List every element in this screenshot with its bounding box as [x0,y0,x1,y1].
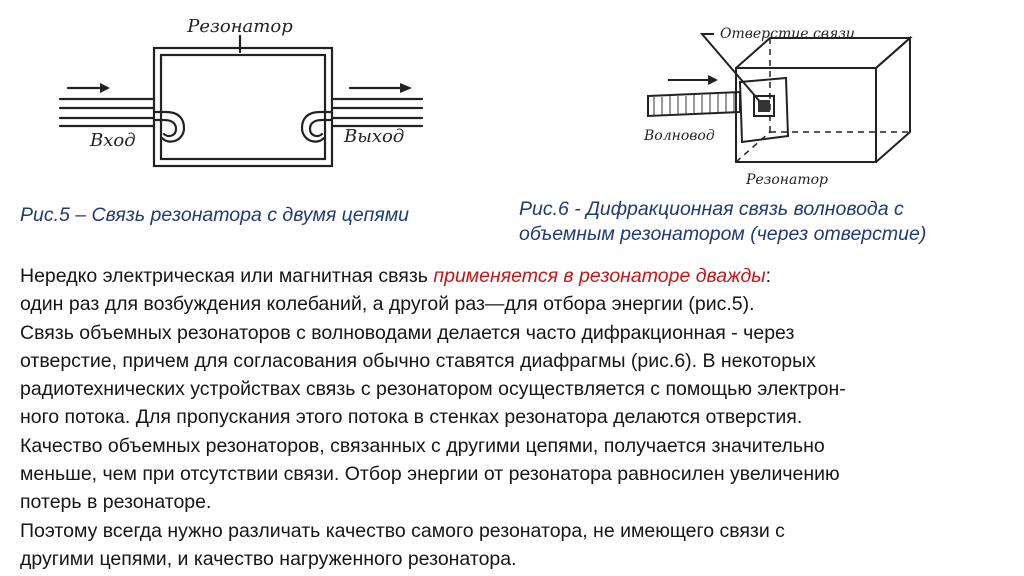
fig6-waveguide-label: Волновод [643,128,715,144]
body-line-9: потерь в резонаторе. [20,491,212,514]
body-line-5: радиотехнических устройствах связь с рез… [20,378,846,401]
figure-6-diagram: Отверстие связи Волновод Резонатор [643,26,913,188]
body-line-1: Нередко электрическая или магнитная связ… [20,265,772,287]
fig5-input-label: Вход [89,130,136,151]
body-line-10: Поэтому всегда нужно различать качество … [20,519,785,542]
body-line-2: один раз для возбуждения колебаний, а др… [20,293,755,316]
highlight-text: применяется в резонаторе дважды [433,265,766,287]
body-text: Нередко электрическая или магнитная связ… [20,262,1014,573]
body-line-3: Связь объемных резонаторов с волноводами… [20,321,795,344]
figure-5-diagram: Резонатор Вход Выход [58,16,424,168]
fig5-resonator-label: Резонатор [186,16,293,37]
figure-6-caption: Рис.6 - Дифракционная связь волновода с … [519,197,1019,247]
body-line-4: отверстие, причем для согласования обычн… [20,349,816,372]
body-line-6: ного потока. Для пропускания этого поток… [20,406,803,429]
body-line-11: другими цепями, и качество нагруженного … [20,547,517,570]
fig5-output-label: Выход [343,126,404,147]
body-line-7: Качество объемных резонаторов, связанных… [20,434,825,457]
fig6-resonator-label: Резонатор [745,172,828,188]
body-line-8: меньше, чем при отсутствии связи. Отбор … [20,463,840,486]
fig6-aperture-label: Отверстие связи [720,26,855,42]
figure-5-caption: Рис.5 – Связь резонатора с двумя цепями [20,204,410,226]
figure-6-caption-line-1: Рис.6 - Дифракционная связь волновода с [519,198,904,220]
figure-6-caption-line-2: объемным резонатором (через отверстие) [519,223,927,245]
